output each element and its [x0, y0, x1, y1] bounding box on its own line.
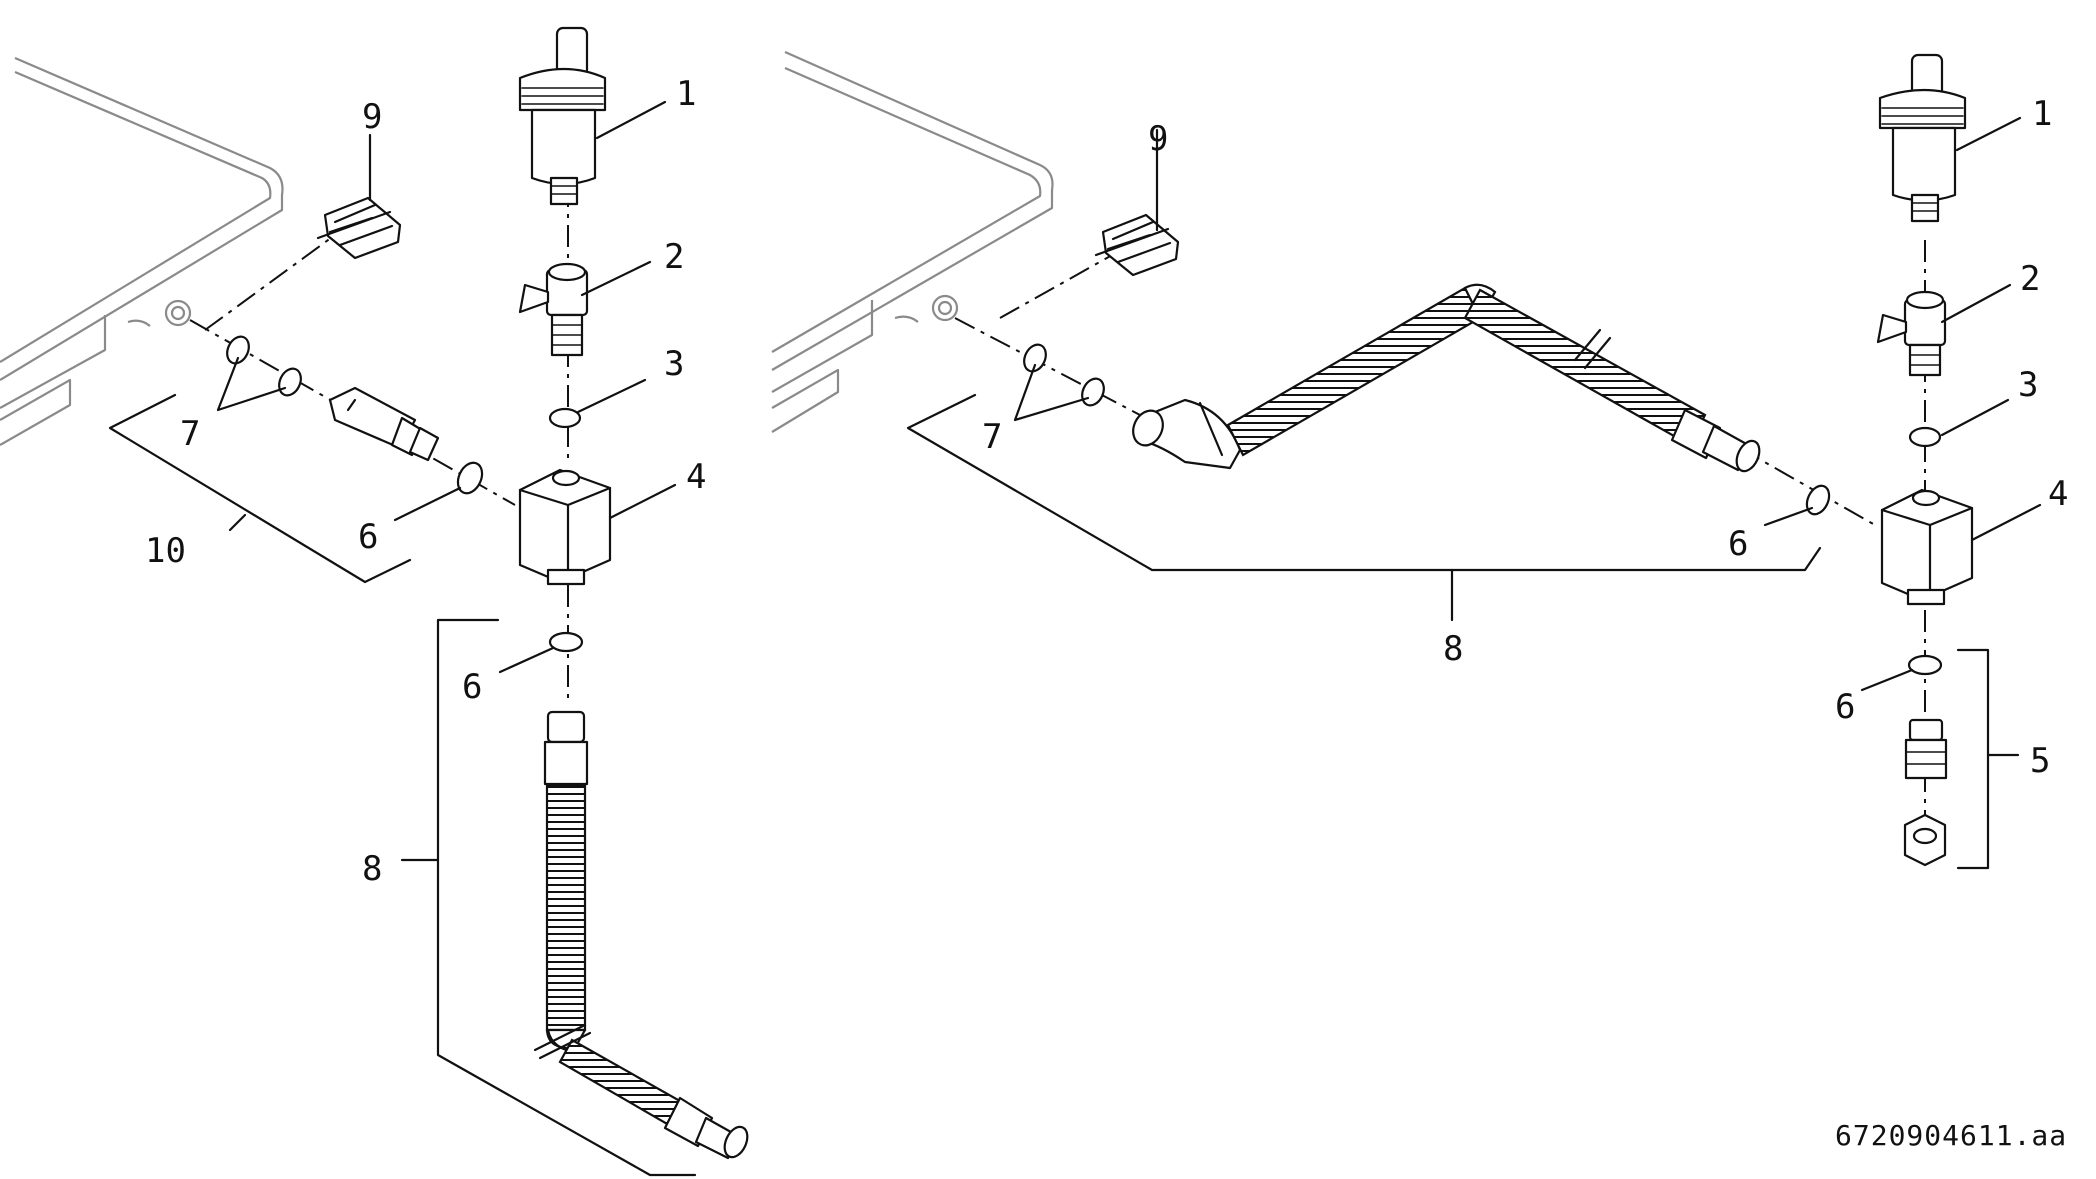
right-callout-8: 8 — [1443, 629, 1463, 669]
left-tee-block-4 — [518, 468, 612, 586]
left-callout-3: 3 — [664, 344, 684, 384]
right-air-vent-1 — [1878, 53, 1967, 223]
right-boiler-housing — [771, 50, 1054, 433]
left-callout-10: 10 — [145, 531, 186, 571]
right-brackets — [906, 393, 2020, 870]
right-callout-3: 3 — [2018, 365, 2038, 405]
left-seal-3 — [548, 407, 582, 429]
left-axis-lines — [189, 185, 569, 700]
right-callout-5: 5 — [2030, 741, 2050, 781]
left-ring-6b — [548, 631, 584, 653]
right-seal-3 — [1908, 426, 1942, 448]
right-assembly: 9 1 2 3 4 5 7 6 6 8 — [771, 50, 2068, 870]
left-callout-8: 8 — [362, 849, 382, 889]
right-ring-7b — [1081, 377, 1105, 407]
right-leader-lines — [1013, 116, 2042, 692]
left-adaptor-10 — [328, 386, 440, 462]
left-leader-lines — [216, 100, 677, 674]
right-callout-6b: 6 — [1835, 687, 1855, 727]
right-ring-6a — [1805, 484, 1831, 516]
right-valve-2 — [1876, 290, 1947, 377]
right-callout-7: 7 — [982, 417, 1002, 457]
left-valve-2 — [518, 262, 589, 357]
left-ring-6a — [456, 461, 484, 495]
right-tee-block-4 — [1880, 488, 1974, 606]
left-brackets — [108, 393, 697, 1177]
right-callout-9: 9 — [1148, 119, 1168, 159]
left-callout-6b: 6 — [462, 667, 482, 707]
left-air-vent-1 — [518, 26, 607, 206]
right-ring-7a — [1023, 343, 1047, 373]
left-flex-hose-8 — [533, 710, 749, 1160]
right-callout-2: 2 — [2020, 259, 2040, 299]
left-ring-7b — [278, 367, 302, 397]
left-callout-7: 7 — [180, 414, 200, 454]
left-ring-7a — [226, 335, 250, 365]
right-callout-4: 4 — [2048, 474, 2068, 514]
right-flex-hose-8 — [1132, 283, 1761, 473]
left-assembly: 9 1 2 3 4 7 6 10 6 8 — [0, 26, 749, 1177]
right-callout-6a: 6 — [1728, 524, 1748, 564]
right-callout-1: 1 — [2032, 94, 2052, 134]
left-boiler-housing — [0, 56, 284, 446]
right-nipple-and-nut-5 — [1903, 718, 1948, 867]
right-callouts: 9 1 2 3 4 5 7 6 6 8 — [982, 94, 2068, 781]
left-callout-4: 4 — [686, 457, 706, 497]
left-clip-9 — [316, 196, 402, 260]
figure-code: 6720904611.aa — [1835, 1119, 2067, 1152]
right-clip-9 — [1094, 213, 1180, 277]
right-ring-6b — [1907, 654, 1943, 676]
left-callout-6a: 6 — [358, 517, 378, 557]
left-callout-1: 1 — [676, 74, 696, 114]
left-callouts: 9 1 2 3 4 7 6 10 6 8 — [145, 74, 706, 889]
left-callout-2: 2 — [664, 237, 684, 277]
left-callout-9: 9 — [362, 97, 382, 137]
